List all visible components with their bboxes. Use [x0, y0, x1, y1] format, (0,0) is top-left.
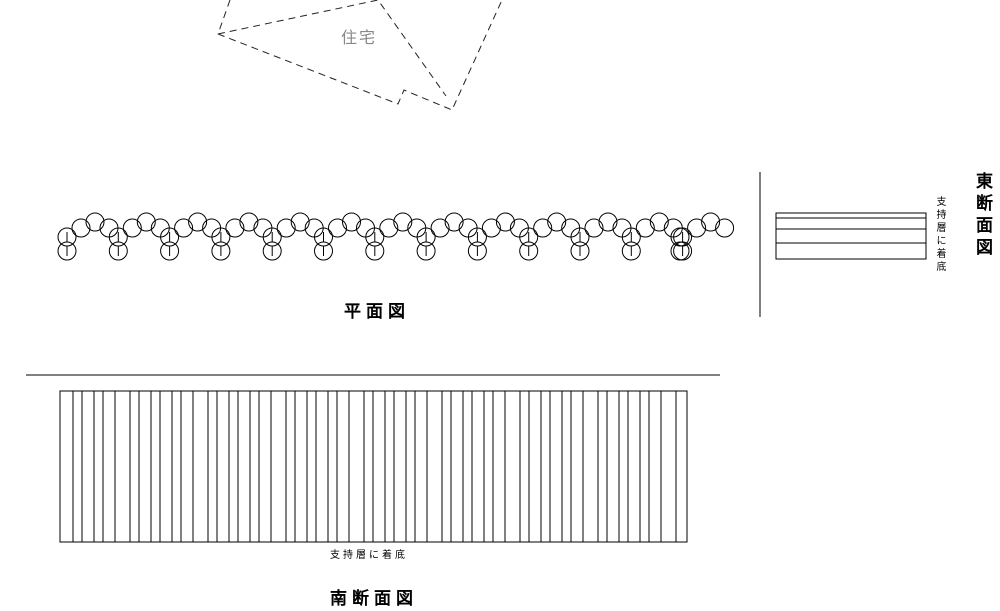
pile-circle [547, 212, 567, 232]
pile-circle [495, 212, 515, 232]
east-bearing-note: 支持層に着底 [934, 196, 945, 274]
house-outline-path [217, 0, 503, 111]
south-pile-lines [72, 391, 677, 542]
pile-circle [290, 212, 310, 232]
pile-circle [174, 218, 194, 238]
south-section [26, 374, 720, 543]
pile-circle [225, 218, 245, 238]
south-bearing-note: 支持層に着底 [330, 550, 408, 561]
pile-circle [635, 218, 655, 238]
pile-circle [379, 218, 399, 238]
east-section [759, 172, 927, 317]
pile-circle [715, 218, 735, 238]
pile-circle [188, 212, 208, 232]
pile-circle [533, 218, 553, 238]
pile-circle [649, 212, 669, 232]
pile-circle [430, 218, 450, 238]
plan-title: 平面図 [344, 302, 410, 322]
pile-circle [687, 218, 707, 238]
pile-circle [71, 218, 91, 238]
plan-view-piles [57, 212, 735, 261]
pile-circle [598, 212, 618, 232]
pile-circle [701, 212, 721, 232]
pile-circle [328, 218, 347, 238]
south-title: 南断面図 [330, 589, 418, 609]
pile-circle [670, 227, 690, 247]
east-pile-block [775, 212, 927, 260]
pile-circle [136, 212, 156, 232]
house-outline [217, 0, 503, 111]
pile-circle [481, 218, 501, 238]
pile-circle [122, 218, 142, 238]
east-title: 東断面図 [972, 172, 992, 260]
house-inner-path [217, 0, 447, 97]
pile-circle [276, 218, 296, 238]
pile-circle [393, 212, 413, 232]
pile-circle [444, 212, 464, 232]
pile-circle [342, 212, 361, 232]
pile-circle [239, 212, 259, 232]
pile-circle [85, 212, 105, 232]
pile-circle [584, 218, 604, 238]
house-label: 住宅 [341, 28, 378, 47]
pile-circle [670, 241, 690, 261]
